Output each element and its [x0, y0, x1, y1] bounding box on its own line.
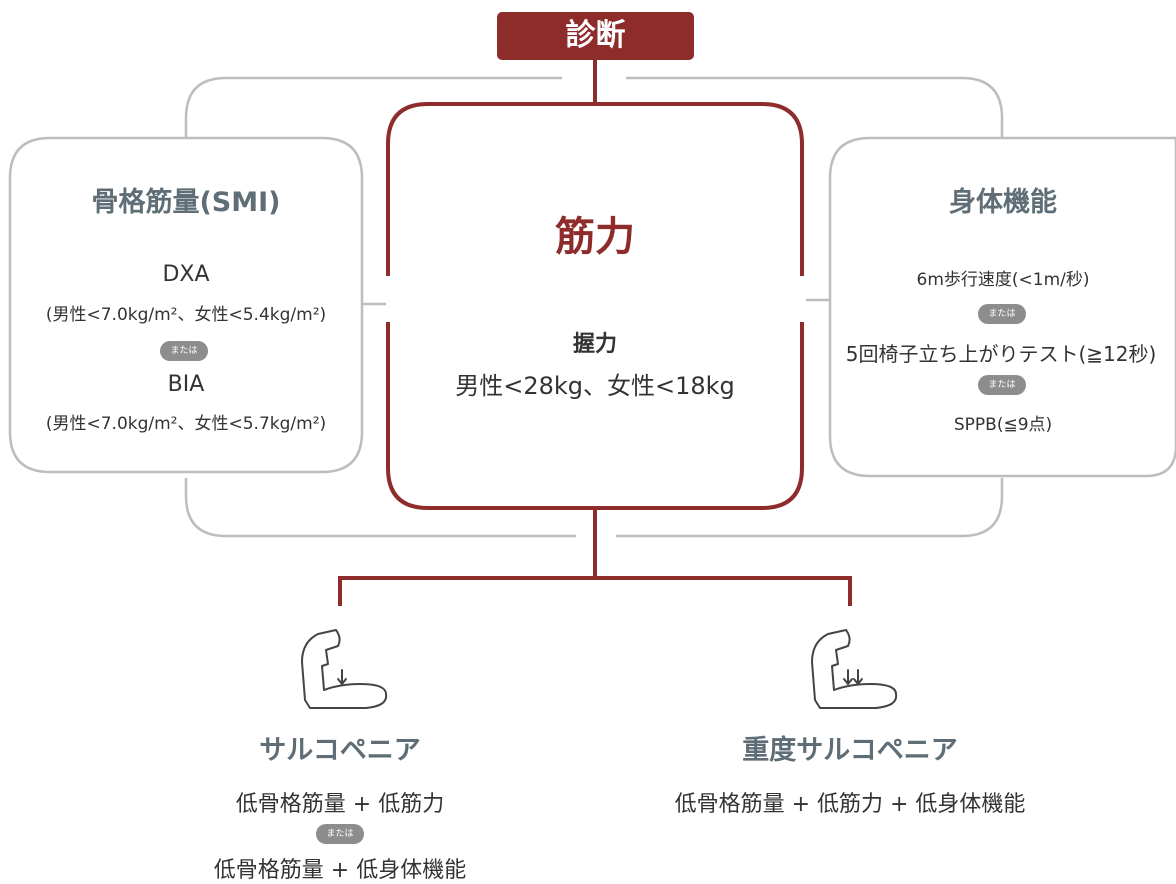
sarcopenia-title: サルコペニア [259, 735, 421, 766]
smi-title: 骨格筋量(SMI) [91, 187, 281, 218]
right-box-frame [828, 136, 1176, 478]
or-badge: または [978, 304, 1026, 324]
grip-criteria: 男性<28kg、女性<18kg [455, 372, 735, 400]
or-badge: または [978, 375, 1026, 395]
dxa-label: DXA [162, 262, 210, 287]
grip-label: 握力 [572, 332, 617, 357]
severe-sarcopenia-title: 重度サルコペニア [742, 735, 958, 766]
dxa-criteria: (男性<7.0kg/m²、女性<5.4kg/m²) [45, 305, 327, 325]
or-badge: または [160, 341, 208, 361]
severe-sarcopenia-line1: 低骨格筋量 + 低筋力 + 低身体機能 [674, 792, 1026, 817]
diagnosis-header: 診断 [497, 12, 694, 60]
sarcopenia-line2: 低骨格筋量 + 低身体機能 [213, 858, 467, 883]
arm-down-arrow-icon [301, 629, 388, 709]
bia-criteria: (男性<7.0kg/m²、女性<5.7kg/m²) [45, 414, 327, 434]
diagnosis-label: 診断 [565, 18, 626, 53]
muscle-strength-title: 筋力 [555, 214, 635, 260]
bia-label: BIA [167, 372, 205, 397]
sarcopenia-line1: 低骨格筋量 + 低筋力 [235, 792, 445, 817]
or-badge: または [316, 824, 364, 844]
arm-double-down-arrow-icon [811, 629, 898, 709]
sppb: SPPB(≦9点) [953, 415, 1053, 435]
left-box-frame [8, 136, 364, 474]
chair-stand-test: 5回椅子立ち上がりテスト(≧12秒) [845, 342, 1157, 366]
walk-speed: 6m歩行速度(<1m/秒) [916, 270, 1090, 290]
physical-function-title: 身体機能 [949, 187, 1057, 218]
